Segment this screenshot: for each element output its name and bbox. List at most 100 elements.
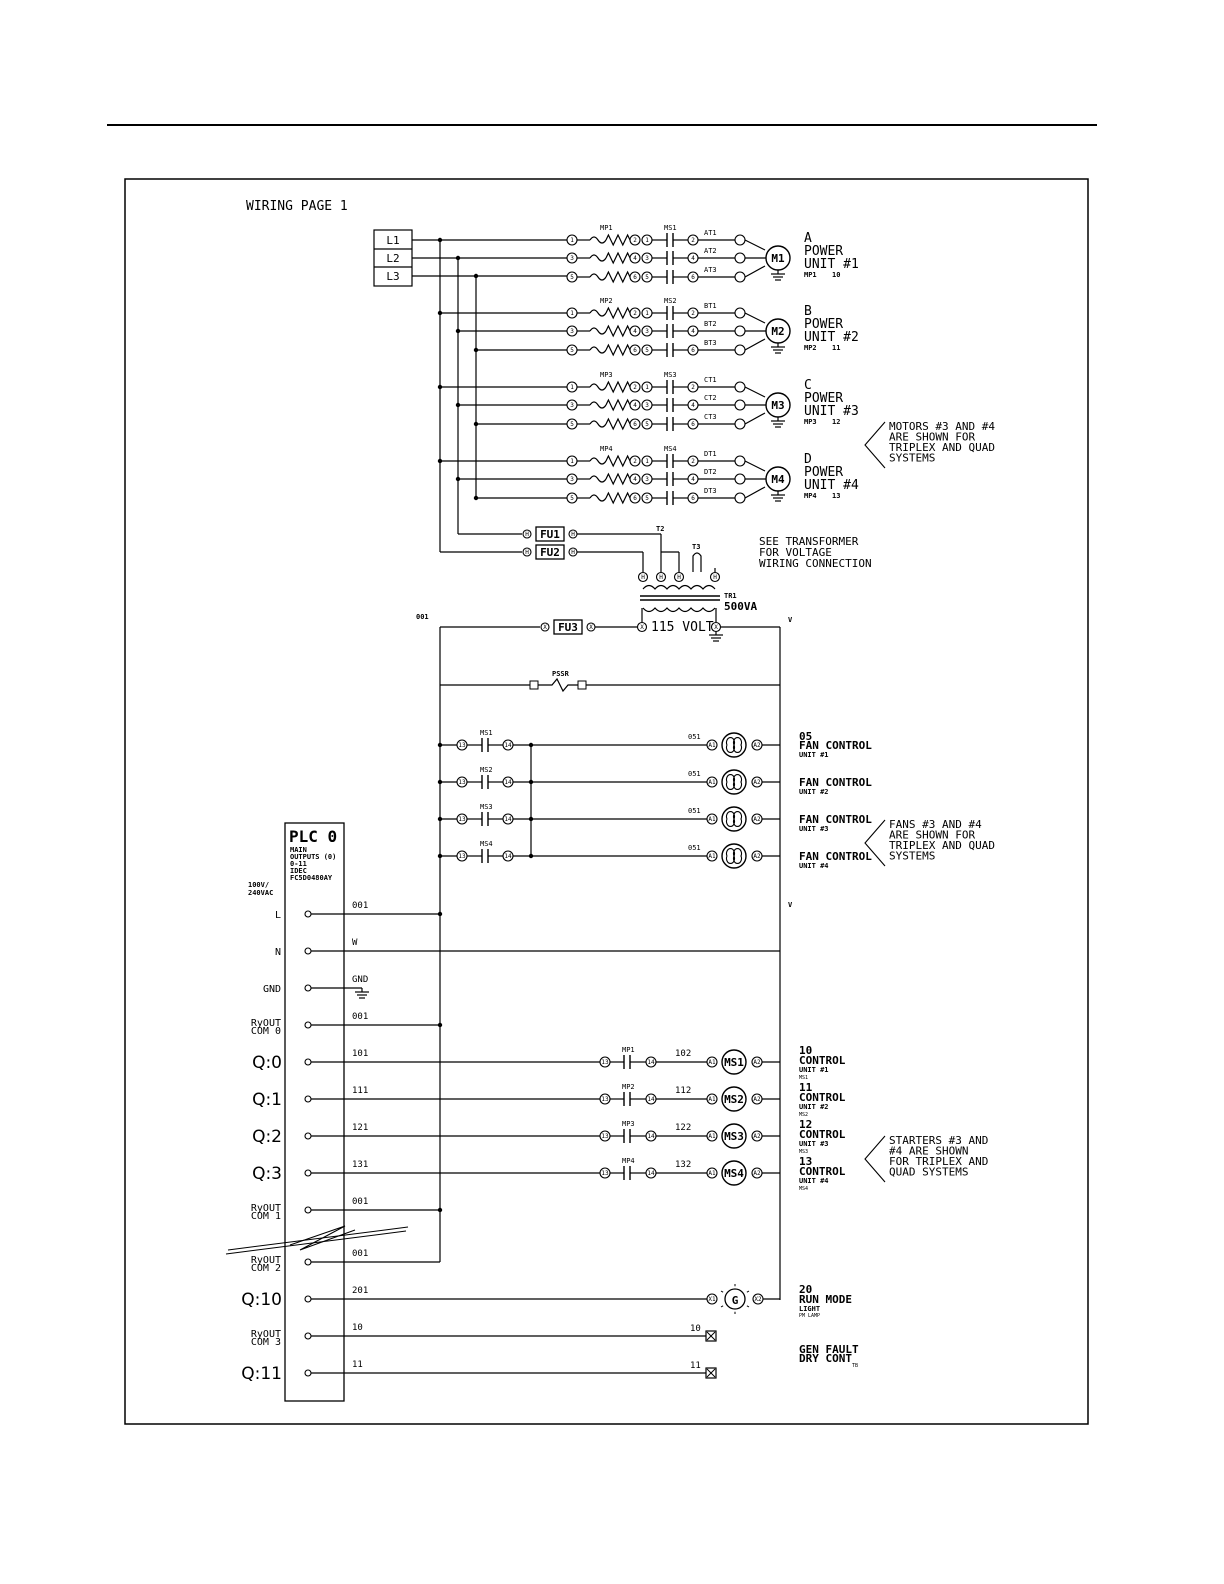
mp-terminal-out-number: 6 bbox=[633, 347, 637, 354]
power-unit-letter: B bbox=[804, 304, 812, 319]
fan-a1-number: A1 bbox=[708, 816, 716, 823]
motor-lead-BT2: BT2 bbox=[704, 320, 717, 328]
mp-terminal-out bbox=[629, 381, 641, 393]
mp-terminal-in-number: 3 bbox=[570, 328, 574, 335]
starter-unit: UNIT #2 bbox=[799, 1103, 829, 1111]
plc-wire-label: 121 bbox=[352, 1123, 368, 1133]
fan-a1-number: A1 bbox=[708, 742, 716, 749]
mp-thermal bbox=[589, 273, 607, 281]
starter-ref: 11 bbox=[799, 1081, 813, 1094]
motor-terminal bbox=[734, 455, 746, 467]
primary-terminal bbox=[673, 571, 685, 583]
plc-terminal-label: RyOUT bbox=[251, 1255, 281, 1266]
plc-terminal bbox=[304, 1021, 312, 1029]
mp-overload bbox=[605, 491, 631, 505]
wire-v-label: V bbox=[788, 616, 793, 624]
power-unit-name: POWER bbox=[804, 244, 843, 259]
motor-protector-label: MP1 bbox=[600, 224, 613, 232]
motor-protector-label: MP4 bbox=[600, 445, 613, 453]
power-unit-number: UNIT #2 bbox=[804, 330, 859, 345]
motor-terminal bbox=[734, 399, 746, 411]
power-unit-sub: MP3 bbox=[804, 418, 817, 426]
bus-L2-tap bbox=[455, 255, 461, 261]
motor-id: M3 bbox=[771, 399, 784, 412]
drawing-border bbox=[124, 178, 1089, 1425]
starter-a2-number: A2 bbox=[753, 1133, 761, 1140]
run-light-name: RUN MODE bbox=[799, 1293, 852, 1306]
fault-wire-label: 10 bbox=[690, 1324, 701, 1334]
power-unit-letter: C bbox=[804, 378, 812, 393]
note-bracket bbox=[864, 1135, 886, 1183]
plc-wire-label: GND bbox=[352, 975, 368, 985]
note-line: FANS #3 AND #4 bbox=[889, 818, 982, 831]
starter-name: CONTROL bbox=[799, 1091, 846, 1104]
mp-terminal-out bbox=[629, 455, 641, 467]
fan-contact-label: MS4 bbox=[480, 840, 493, 848]
pssr-terminal-in bbox=[529, 680, 539, 690]
rail-tap bbox=[437, 742, 443, 748]
break-line bbox=[225, 1230, 407, 1255]
fan-contact-out-number: 14 bbox=[504, 853, 512, 860]
bus-tap bbox=[437, 384, 443, 390]
mp-terminal-out bbox=[629, 473, 641, 485]
starter-name: CONTROL bbox=[799, 1054, 846, 1067]
ms-terminal-out-number: 6 bbox=[691, 274, 695, 281]
mp-overload bbox=[605, 324, 631, 338]
starter-contact-label: MP2 bbox=[622, 1083, 635, 1091]
ms-terminal-out-number: 2 bbox=[691, 384, 695, 391]
wire-001-label: 001 bbox=[416, 613, 429, 621]
power-unit-number: UNIT #3 bbox=[804, 404, 859, 419]
mp-terminal-out bbox=[629, 492, 641, 504]
pssr-symbol bbox=[538, 677, 578, 693]
plc-terminal-label: N bbox=[275, 947, 281, 958]
starter-a1 bbox=[706, 1130, 718, 1142]
motor-lead-DT1: DT1 bbox=[704, 450, 717, 458]
motor-lead bbox=[744, 312, 766, 324]
starter-coil bbox=[721, 1123, 747, 1149]
motor-terminal bbox=[734, 234, 746, 246]
mp-thermal bbox=[589, 420, 607, 428]
plc-wire-label: 111 bbox=[352, 1086, 368, 1096]
fan-wire-label: 051 bbox=[688, 844, 701, 852]
fan-contact-label: MS2 bbox=[480, 766, 493, 774]
mp-terminal-in-number: 3 bbox=[570, 255, 574, 262]
fan-ref: 05 bbox=[799, 730, 812, 743]
motor-lead-DT3: DT3 bbox=[704, 487, 717, 495]
mp-overload bbox=[605, 398, 631, 412]
common-tap bbox=[528, 853, 534, 859]
rail-tap bbox=[437, 853, 443, 859]
mp-overload bbox=[605, 251, 631, 265]
ms-terminal-in-number: 3 bbox=[645, 476, 649, 483]
motor-id: M4 bbox=[771, 473, 785, 486]
mp-overload bbox=[605, 306, 631, 320]
transformer-rating: 500VA bbox=[724, 600, 757, 613]
fu2-body bbox=[535, 544, 565, 560]
plc-wire-label: 11 bbox=[352, 1360, 363, 1370]
pssr-terminal-out bbox=[577, 680, 587, 690]
fan-symbol bbox=[726, 811, 742, 827]
secondary-voltage: 115 VOLT bbox=[651, 620, 714, 635]
mp-overload bbox=[605, 233, 631, 247]
fu1-terminal-in bbox=[522, 529, 532, 539]
starter-wire-label: 132 bbox=[675, 1160, 691, 1170]
rail-tap bbox=[437, 1207, 443, 1213]
starter-contact-in-number: 13 bbox=[601, 1059, 609, 1066]
mp-terminal-in-number: 3 bbox=[570, 402, 574, 409]
mp-overload bbox=[605, 380, 631, 394]
ms-terminal-out-number: 6 bbox=[691, 421, 695, 428]
ms-terminal-in-number: 5 bbox=[645, 347, 649, 354]
primary-winding bbox=[642, 584, 716, 590]
ms-terminal-out-number: 6 bbox=[691, 347, 695, 354]
note-line: ARE SHOWN FOR bbox=[889, 829, 975, 842]
starter-contact-out-number: 14 bbox=[647, 1133, 655, 1140]
plc-terminal-label: COM 2 bbox=[251, 1263, 281, 1274]
plc-terminal-label: GND bbox=[263, 984, 281, 995]
mp-terminal-in-number: 5 bbox=[570, 421, 574, 428]
fu3-label: FU3 bbox=[558, 621, 578, 634]
